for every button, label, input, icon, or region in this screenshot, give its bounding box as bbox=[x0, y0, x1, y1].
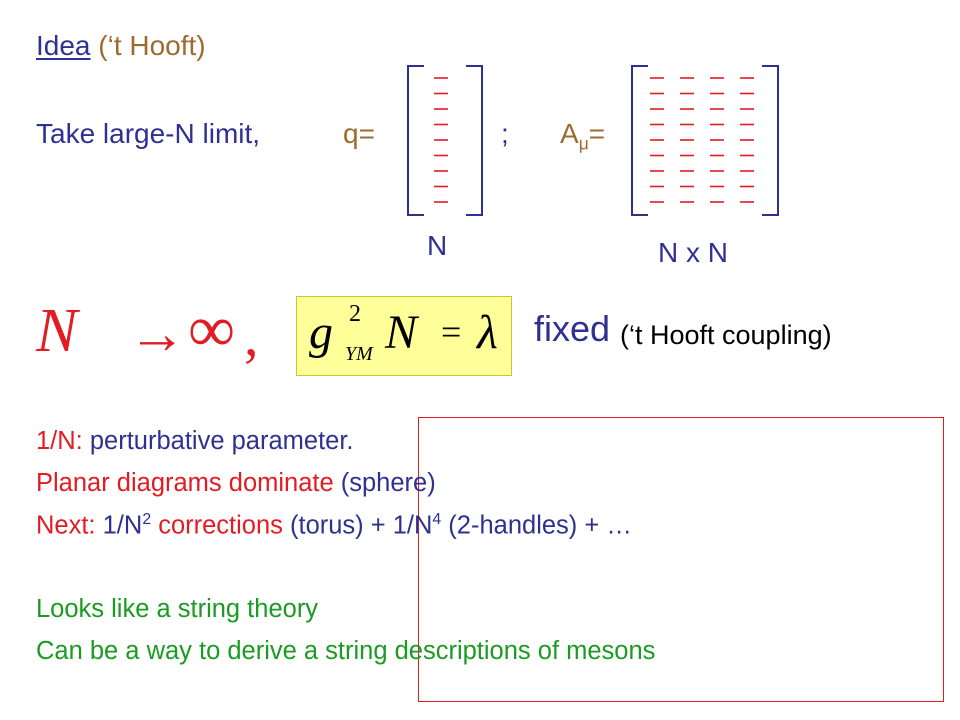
perturbative-text: perturbative parameter. bbox=[82, 427, 354, 455]
summary-lines: 1/N: perturbative parameter. Planar diag… bbox=[20, 417, 950, 702]
mu-subscript: μ bbox=[578, 133, 589, 154]
lambda-symbol: λ bbox=[477, 306, 498, 359]
g-subscript: YM bbox=[345, 343, 373, 365]
corrections-text: corrections bbox=[151, 511, 283, 540]
title-idea: Idea bbox=[36, 30, 91, 61]
summary-line-1: 1/N: perturbative parameter. bbox=[36, 427, 354, 456]
planar-text: Planar diagrams dominate bbox=[36, 469, 334, 497]
summary-line-2: Planar diagrams dominate (sphere) bbox=[36, 469, 436, 498]
a-equals: = bbox=[588, 118, 606, 149]
vector-brackets bbox=[407, 65, 483, 216]
slide-title: Idea (‘t Hooft) bbox=[36, 30, 206, 62]
vector-entries bbox=[434, 77, 448, 203]
summary-line-4: Looks like a string theory bbox=[36, 595, 319, 623]
equals-sign: = bbox=[441, 312, 462, 352]
handles-text: (2-handles) + … bbox=[441, 511, 632, 540]
g-symbol: g bbox=[309, 306, 333, 359]
matrix-entries bbox=[650, 77, 754, 203]
separator: ; bbox=[501, 118, 509, 149]
next-order-2-exp: 4 bbox=[432, 511, 442, 528]
title-author: (‘t Hooft) bbox=[90, 30, 206, 61]
torus-text: (torus) + 1/N bbox=[282, 511, 433, 540]
next-order-1-exp: 2 bbox=[142, 511, 152, 528]
n-symbol: N bbox=[385, 306, 418, 359]
coupling-formula-box: g 2 YM N = λ bbox=[296, 296, 512, 376]
summary-line-5: Can be a way to derive a string descript… bbox=[36, 637, 656, 665]
limit-n: N bbox=[36, 297, 78, 365]
limit-arrow: → bbox=[128, 301, 186, 366]
summary-line-3: Next: 1/N2 corrections (torus) + 1/N4 (2… bbox=[36, 511, 632, 541]
sphere-text: (sphere) bbox=[333, 469, 436, 497]
q-label: q= bbox=[343, 118, 375, 149]
perturbative-param: 1/N: bbox=[36, 427, 83, 455]
large-n-statement: Take large-N limit, bbox=[36, 118, 261, 149]
a-mu-label: Aμ= bbox=[560, 118, 605, 155]
a-label: A bbox=[560, 118, 579, 149]
coupling-label: (‘t Hooft coupling) bbox=[620, 320, 832, 350]
limit-comma: , bbox=[244, 303, 259, 368]
matrix-size-label: N x N bbox=[658, 237, 728, 268]
summary-box bbox=[418, 417, 944, 702]
next-label: Next: bbox=[36, 511, 96, 540]
fixed-label: fixed bbox=[534, 308, 611, 349]
vector-size-label: N bbox=[427, 230, 448, 261]
next-order-1: 1/N bbox=[95, 511, 143, 540]
g-superscript: 2 bbox=[349, 301, 361, 327]
matrix-brackets bbox=[631, 65, 779, 216]
infinity-symbol: ∞ bbox=[188, 293, 236, 366]
